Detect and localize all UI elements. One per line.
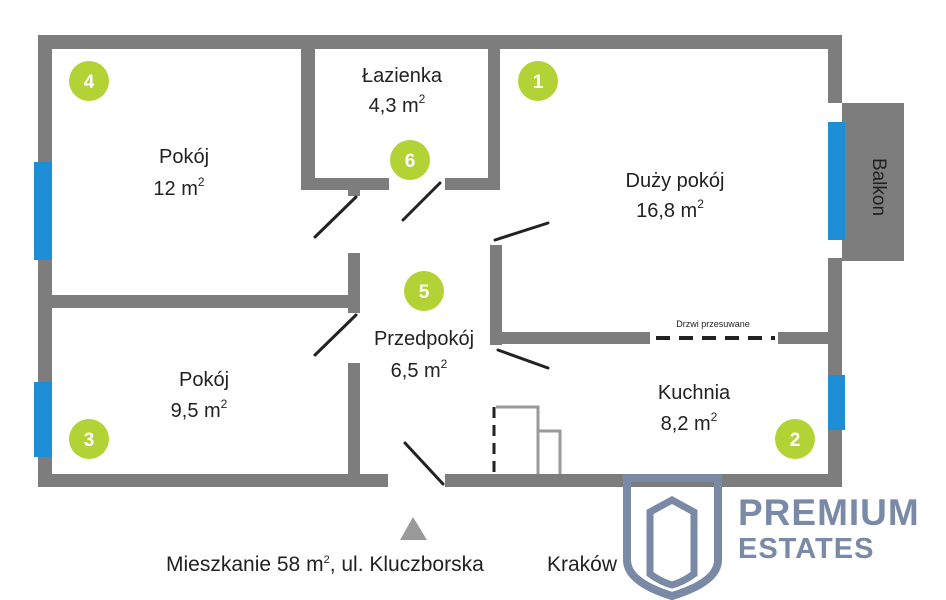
room-3-name: Pokój: [179, 369, 229, 391]
room-labels: Łazienka 4,3 m2 Pokój 12 m2 Duży pokój 1…: [153, 65, 889, 435]
badge-5: 5: [404, 271, 444, 311]
hallway-area: 6,5 m2: [391, 357, 448, 382]
logo-line-2: ESTATES: [738, 533, 875, 565]
svg-text:5: 5: [419, 282, 430, 303]
apartment-caption: Mieszkanie 58 m2, ul. Kluczborska: [166, 553, 484, 576]
window-room-3: [34, 382, 52, 457]
living-room-name: Duży pokój: [626, 170, 725, 192]
living-room-area: 16,8 m2: [636, 197, 704, 222]
doors: [313, 181, 550, 486]
svg-text:6: 6: [405, 151, 416, 172]
svg-text:1: 1: [533, 72, 544, 93]
sliding-door-label: Drzwi przesuwane: [676, 319, 750, 329]
door-room-3: [313, 313, 358, 357]
room-4-name: Pokój: [159, 146, 209, 168]
door-entrance: [403, 441, 445, 486]
shield-icon: [623, 474, 722, 600]
badge-4: 4: [69, 61, 109, 101]
door-bathroom: [401, 181, 442, 222]
kitchen-area: 8,2 m2: [661, 410, 718, 435]
bathroom-name: Łazienka: [362, 65, 443, 87]
hallway-name: Przedpokój: [374, 328, 474, 350]
badge-1: 1: [518, 61, 558, 101]
door-room-4: [313, 195, 358, 239]
door-kitchen: [496, 348, 550, 370]
premium-estates-logo: PREMIUM ESTATES: [738, 494, 920, 564]
windows: [34, 122, 845, 457]
svg-text:4: 4: [84, 72, 95, 93]
svg-text:3: 3: [84, 430, 95, 451]
svg-text:2: 2: [790, 430, 801, 451]
window-kitchen: [828, 375, 845, 430]
room-4-area: 12 m2: [153, 175, 204, 200]
kitchen-name: Kuchnia: [658, 382, 731, 404]
window-room-4: [34, 162, 52, 260]
door-living-room: [493, 221, 550, 242]
balcony-label: Balkon: [868, 158, 889, 216]
kitchen-fixtures: [492, 405, 562, 474]
city-caption: Kraków: [547, 553, 618, 576]
walls: [38, 35, 904, 487]
window-living-room: [828, 122, 845, 240]
room-badges: 1 2 3 4 5 6: [69, 61, 815, 459]
bathroom-area: 4,3 m2: [369, 92, 426, 117]
badge-2: 2: [775, 419, 815, 459]
badge-6: 6: [390, 140, 430, 180]
room-3-area: 9,5 m2: [171, 397, 228, 422]
entrance-triangle-icon: [400, 517, 427, 540]
balcony: [842, 103, 904, 261]
logo-line-1: PREMIUM: [738, 492, 920, 533]
badge-3: 3: [69, 419, 109, 459]
